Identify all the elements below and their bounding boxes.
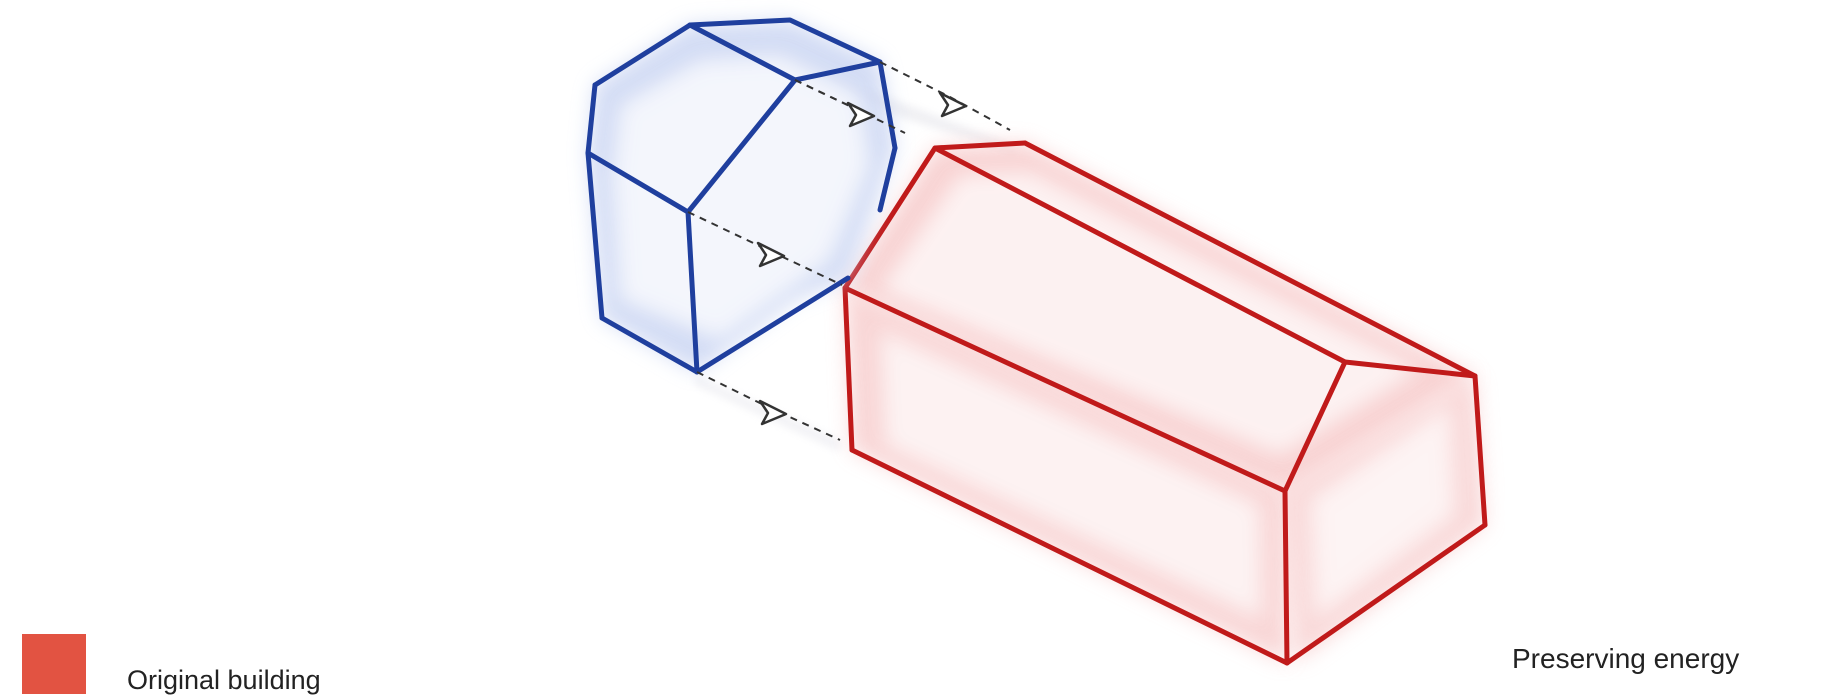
legend-label-original-building: Original building: [127, 667, 321, 694]
caption-text: Preserving energy: [1512, 645, 1739, 673]
original-building-volume: [845, 143, 1485, 663]
legend-swatch-original-building: [22, 634, 86, 694]
rear-corner: [1285, 491, 1287, 663]
flow-arrow-icon: [940, 93, 966, 116]
